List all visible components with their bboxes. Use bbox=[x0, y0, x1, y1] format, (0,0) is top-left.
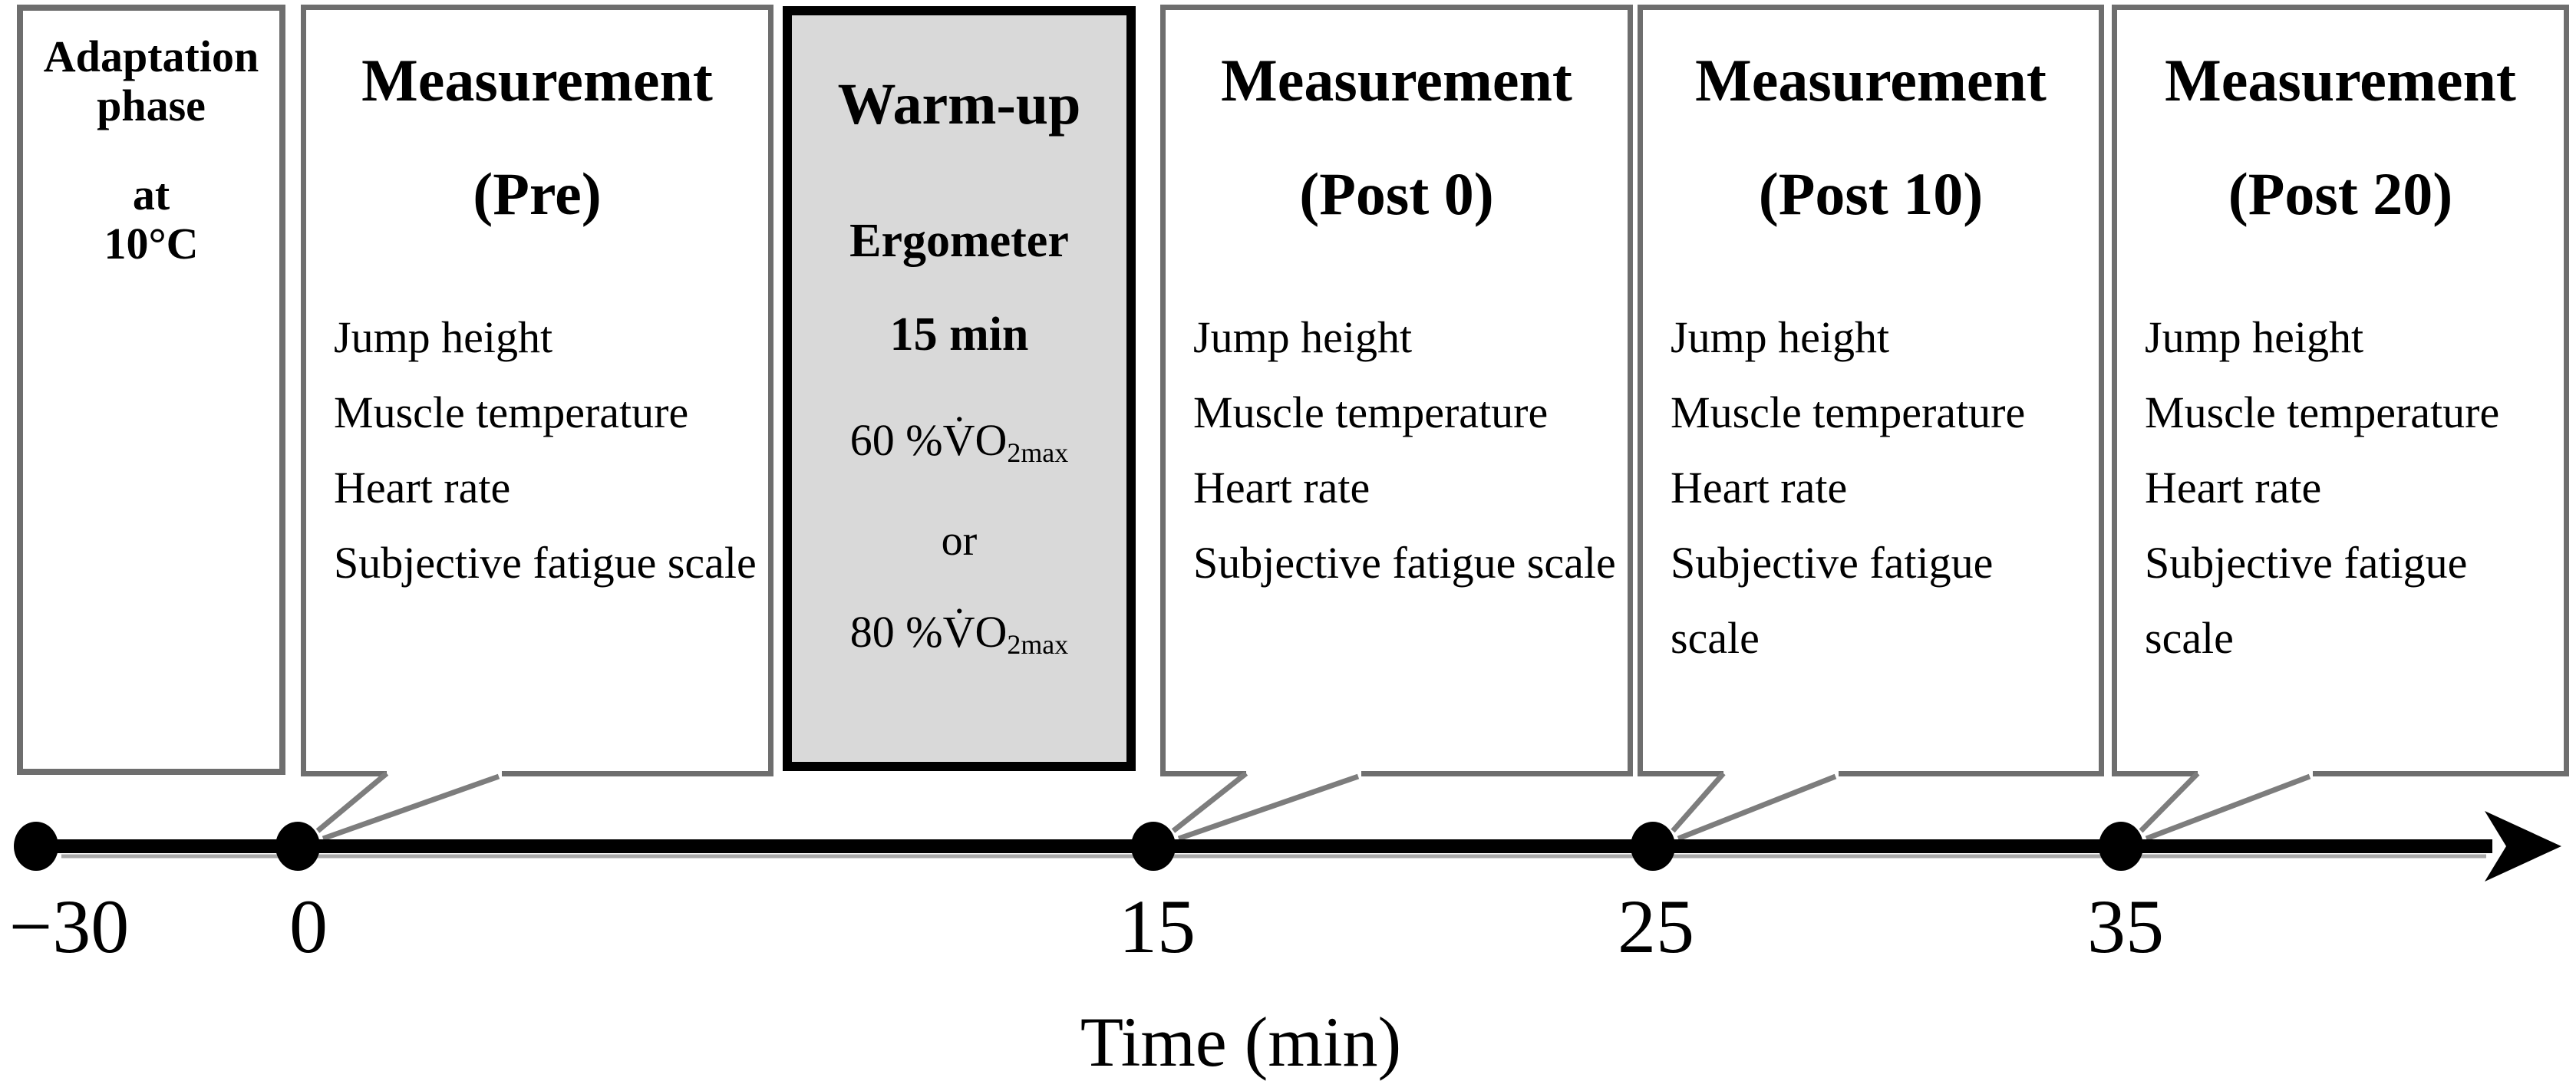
measurement-item: Muscle temperature bbox=[1193, 387, 1549, 437]
measurement-item: Heart rate bbox=[1193, 463, 1370, 513]
timeline-tick-label-0: 0 bbox=[289, 884, 328, 969]
measurement-pre-subtitle: (Pre) bbox=[473, 160, 602, 227]
warmup-duration: 15 min bbox=[889, 308, 1029, 361]
timeline-dot-0 bbox=[275, 822, 320, 871]
measurement-item: Jump height bbox=[1671, 312, 1890, 362]
warmup-title: Warm-up bbox=[837, 72, 1081, 137]
callout-line bbox=[1671, 771, 1726, 833]
measurement-post10-subtitle: (Post 10) bbox=[1758, 160, 1984, 227]
timeline-dot-minus30 bbox=[14, 822, 58, 871]
measurement-item: Jump height bbox=[334, 312, 553, 362]
measurement-post10-title: Measurement bbox=[1695, 47, 2047, 114]
measurement-post20-box: Measurement (Post 20) Jump height Muscle… bbox=[2112, 5, 2569, 776]
timeline-arrowhead bbox=[2485, 811, 2561, 882]
measurement-item: Jump height bbox=[2145, 312, 2364, 362]
callout-tails bbox=[315, 771, 2311, 842]
callout-line bbox=[2139, 771, 2200, 833]
measurement-item: Heart rate bbox=[2145, 463, 2322, 513]
vo2max-subscript: 2max bbox=[1007, 628, 1069, 660]
adaptation-title-line2: phase bbox=[97, 81, 206, 130]
callout-line bbox=[1677, 773, 1837, 842]
measurement-item: Muscle temperature bbox=[334, 387, 689, 437]
timeline-dot-25 bbox=[1631, 822, 1675, 871]
measurement-pre-title: Measurement bbox=[361, 47, 713, 114]
warmup-equipment: Ergometer bbox=[849, 215, 1069, 267]
warmup-intensity-high: 80 %V̇O2max bbox=[849, 606, 1069, 660]
warmup-or-label: or bbox=[941, 516, 978, 565]
measurement-pre-box: Measurement (Pre) Jump height Muscle tem… bbox=[301, 5, 773, 776]
measurement-item: Subjective fatigue scale bbox=[1193, 538, 1616, 588]
measurement-post20-title: Measurement bbox=[2165, 47, 2516, 114]
timeline-tick-label-minus30: −30 bbox=[8, 884, 130, 969]
timeline-tick-label-35: 35 bbox=[2087, 884, 2164, 969]
adaptation-phase-box: Adaptation phase at 10°C bbox=[17, 5, 285, 775]
timeline-tick-label-25: 25 bbox=[1618, 884, 1694, 969]
measurement-item: Subjective fatigue scale bbox=[334, 538, 757, 588]
timeline-tick-label-15: 15 bbox=[1119, 884, 1196, 969]
measurement-post0-title: Measurement bbox=[1221, 47, 1572, 114]
callout-line bbox=[2145, 773, 2311, 842]
measurement-item: Muscle temperature bbox=[2145, 387, 2500, 437]
measurement-item: Heart rate bbox=[1671, 463, 1848, 513]
measurement-post20-subtitle: (Post 20) bbox=[2228, 160, 2453, 227]
measurement-post0-subtitle: (Post 0) bbox=[1299, 160, 1494, 227]
timeline-dot-35 bbox=[2099, 822, 2143, 871]
callout-line bbox=[1171, 771, 1248, 833]
measurement-post10-box: Measurement (Post 10) Jump height Muscle… bbox=[1638, 5, 2104, 776]
warmup-box: Warm-up Ergometer 15 min 60 %V̇O2max or … bbox=[783, 6, 1136, 771]
callout-line bbox=[322, 773, 500, 842]
measurement-item: Muscle temperature bbox=[1671, 387, 2026, 437]
adaptation-at-label: at bbox=[132, 170, 170, 219]
timeline-dot-15 bbox=[1131, 822, 1176, 871]
adaptation-title-line1: Adaptation bbox=[43, 31, 259, 81]
warmup-intensity-low: 60 %V̇O2max bbox=[849, 415, 1069, 468]
measurement-post0-box: Measurement (Post 0) Jump height Muscle … bbox=[1160, 5, 1633, 776]
time-axis-label: Time (min) bbox=[1080, 1003, 1402, 1081]
measurement-item: Heart rate bbox=[334, 463, 511, 513]
callout-line bbox=[1177, 773, 1360, 842]
measurement-item: Subjective fatigue scale bbox=[1671, 538, 1994, 663]
adaptation-temperature: 10°C bbox=[104, 219, 199, 269]
measurement-item: Jump height bbox=[1193, 312, 1413, 362]
callout-line bbox=[315, 771, 389, 833]
vo2max-subscript: 2max bbox=[1007, 437, 1069, 468]
measurement-item: Subjective fatigue scale bbox=[2145, 538, 2468, 663]
